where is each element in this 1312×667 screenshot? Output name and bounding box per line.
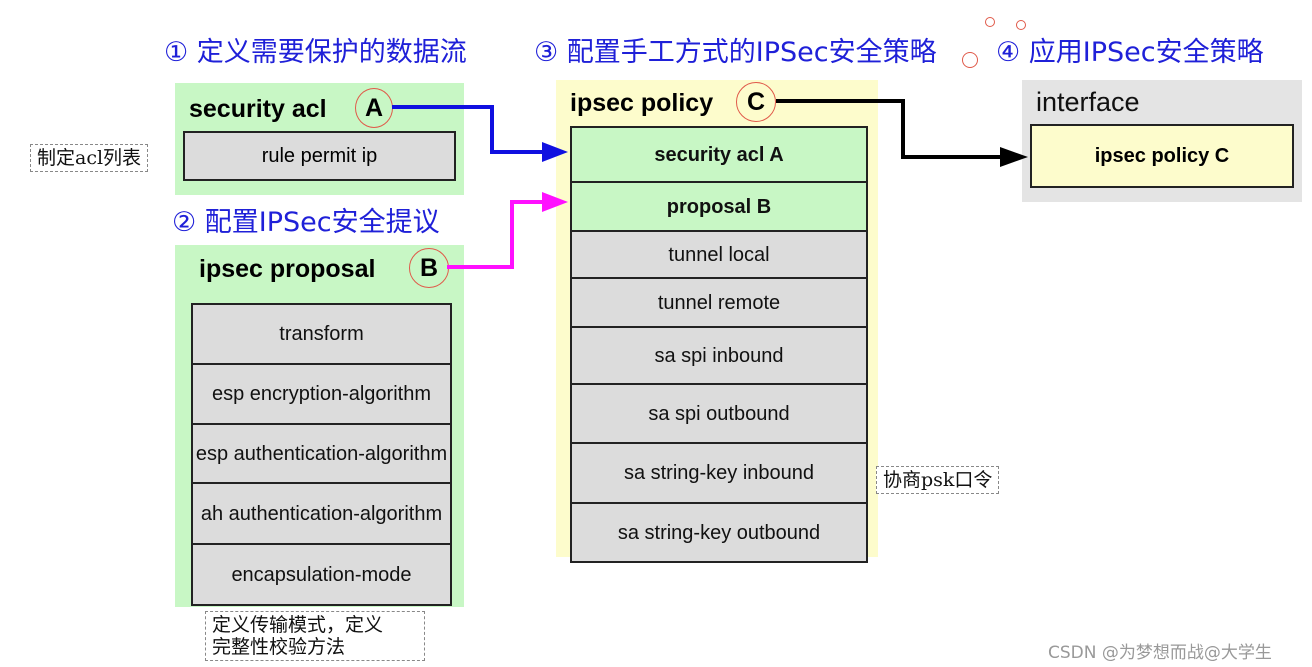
proposal-row: transform — [191, 303, 452, 363]
heading-configure-policy: ③ 配置手工方式的IPSec安全策略 — [534, 37, 937, 68]
acl-rule: rule permit ip — [261, 144, 378, 167]
arrow-interface-head — [1000, 147, 1028, 167]
interface-title: interface — [1036, 87, 1140, 117]
policy-rows: security acl A proposal B tunnel local t… — [570, 126, 868, 563]
policy-row: sa spi inbound — [570, 326, 868, 383]
proposal-row: ah authentication-algorithm — [191, 482, 452, 543]
policy-row: tunnel local — [570, 230, 868, 277]
arrow-acl-head — [542, 142, 568, 162]
policy-row: sa string-key inbound — [570, 442, 868, 502]
acl-panel: security acl A rule permit ip — [175, 83, 464, 195]
policy-panel: ipsec policy C security acl A proposal B… — [556, 80, 878, 563]
acl-rule-box: rule permit ip — [183, 131, 456, 181]
proposal-row: encapsulation-mode — [191, 543, 452, 606]
proposal-panel: ipsec proposal B transform esp encryptio… — [175, 245, 464, 607]
proposal-note: 定义传输模式，定义 完整性校验方法 — [205, 611, 425, 661]
heading-configure-proposal: ② 配置IPSec安全提议 — [172, 207, 440, 238]
policy-note: 协商psk口令 — [876, 466, 1000, 494]
watermark: CSDN @为梦想而战@大学生 — [1048, 643, 1272, 663]
proposal-row: esp authentication-algorithm — [191, 423, 452, 482]
acl-title: security acl — [189, 95, 327, 123]
decorative-circle — [962, 52, 978, 68]
policy-title: ipsec policy — [570, 89, 714, 117]
proposal-title: ipsec proposal — [199, 255, 376, 283]
policy-marker: C — [736, 82, 776, 122]
interface-policy-ref: ipsec policy C — [1094, 144, 1230, 167]
policy-row: proposal B — [570, 181, 868, 230]
heading-define-data-flow: ① 定义需要保护的数据流 — [164, 37, 467, 68]
heading-apply-policy: ④ 应用IPSec安全策略 — [996, 37, 1264, 68]
arrow-proposal-to-policy — [447, 200, 542, 269]
arrow-proposal-head — [542, 192, 568, 212]
arrow-policy-to-interface — [776, 99, 1000, 159]
decorative-circle — [985, 17, 995, 27]
interface-policy-box: ipsec policy C — [1030, 124, 1294, 188]
arrow-acl-to-policy — [392, 105, 542, 154]
policy-row: tunnel remote — [570, 277, 868, 326]
proposal-row: esp encryption-algorithm — [191, 363, 452, 423]
policy-row: security acl A — [570, 126, 868, 181]
proposal-rows: transform esp encryption-algorithm esp a… — [191, 303, 452, 606]
acl-note: 制定acl列表 — [30, 144, 149, 172]
policy-row: sa spi outbound — [570, 383, 868, 442]
interface-panel: interface ipsec policy C — [1022, 80, 1302, 202]
policy-row: sa string-key outbound — [570, 502, 868, 563]
decorative-circle — [1016, 20, 1026, 30]
